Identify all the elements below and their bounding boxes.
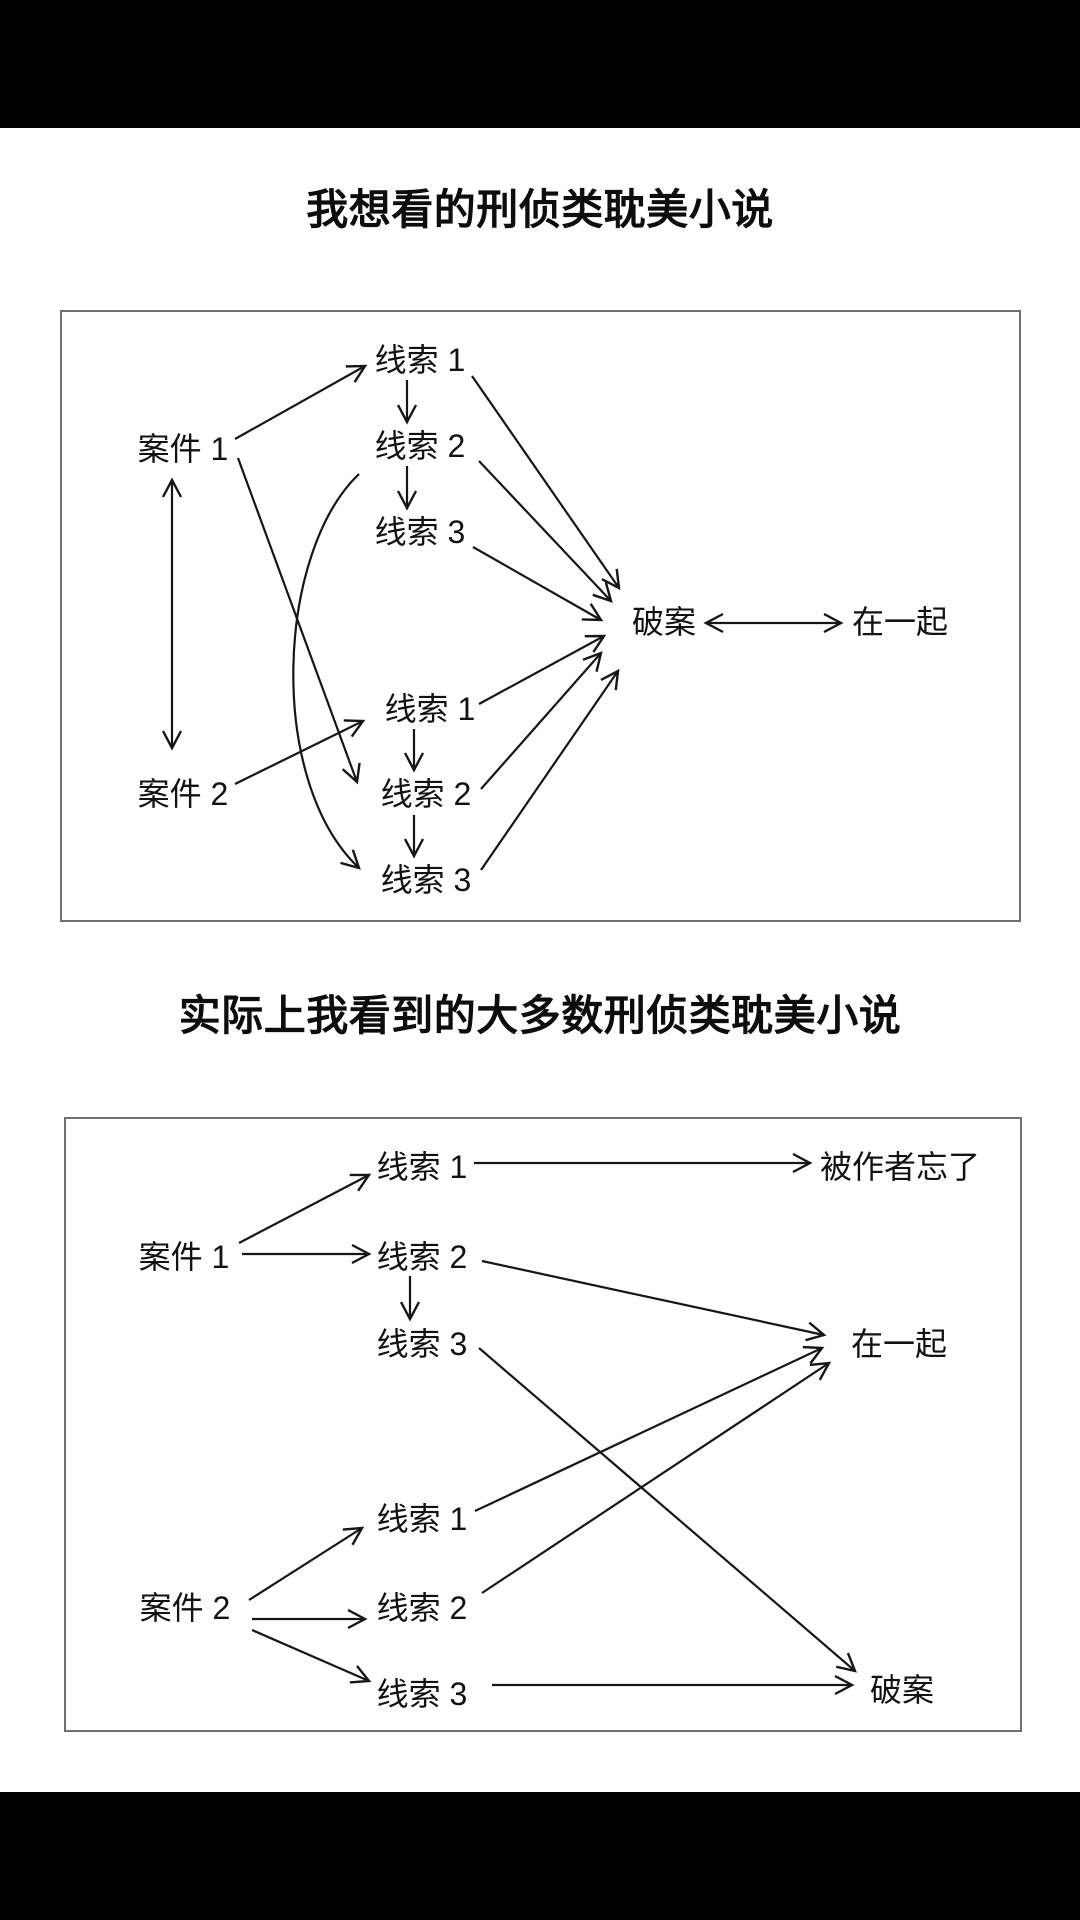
- top-letterbox: [0, 0, 1080, 128]
- edge-c1clue3-to-solve: [472, 546, 604, 622]
- node-case1: 案件 1: [138, 431, 229, 467]
- edge-c1clue2-to-solve: [478, 460, 613, 603]
- edge-c2clue2-to-together: [481, 1361, 832, 1594]
- ideal-diagram: 案件 1 案件 2 线索 1 线索 2 线索 3 线索 1 线索 2 线索 3 …: [138, 342, 948, 898]
- ideal-diagram-box: 案件 1 案件 2 线索 1 线索 2 线索 3 线索 1 线索 2 线索 3 …: [60, 310, 1021, 922]
- node-case2: 案件 2: [138, 776, 229, 812]
- edge-case1-to-c1clue1: [238, 1173, 372, 1244]
- edge-c2clue3-to-solve: [480, 668, 620, 871]
- node-c1-clue3: 线索 3: [377, 1326, 468, 1362]
- node-c2-clue2: 线索 2: [381, 776, 472, 812]
- node-c1-clue1: 线索 1: [375, 342, 466, 378]
- edge-c2clue1-to-solve: [478, 634, 607, 705]
- edge-c2clue2-to-solve: [480, 651, 603, 790]
- node-c2-clue1: 线索 1: [377, 1501, 468, 1537]
- edge-c2clue1-to-together: [474, 1345, 825, 1512]
- node-c2-clue1: 线索 1: [385, 691, 476, 727]
- node-c1-clue2: 线索 2: [377, 1239, 468, 1275]
- edge-case2-to-c2clue3: [251, 1628, 372, 1684]
- reality-diagram: 案件 1 线索 1 线索 2 线索 3 被作者忘了 在一起 案件 2 线索 1 …: [139, 1149, 980, 1712]
- ideal-title: 我想看的刑侦类耽美小说: [306, 186, 774, 233]
- edge-case2-to-c2clue1: [248, 1526, 365, 1601]
- node-solve: 破案: [632, 604, 696, 640]
- node-together: 在一起: [851, 1326, 947, 1362]
- node-c2-clue3: 线索 3: [381, 862, 472, 898]
- node-c1-clue3: 线索 3: [375, 514, 466, 550]
- edge-c1clue2-to-c2clue3-curve: [292, 473, 361, 870]
- node-c2-clue2: 线索 2: [377, 1590, 468, 1626]
- bottom-letterbox: [0, 1792, 1080, 1920]
- node-c2-clue3: 线索 3: [377, 1676, 468, 1712]
- node-case1: 案件 1: [139, 1239, 230, 1275]
- edge-case1-to-c1clue1: [234, 364, 368, 440]
- reality-title: 实际上我看到的大多数刑侦类耽美小说: [178, 992, 902, 1039]
- edge-c1clue1-to-solve: [471, 375, 621, 591]
- node-case2: 案件 2: [140, 1590, 231, 1626]
- node-c1-clue2: 线索 2: [375, 428, 466, 464]
- edge-c1clue2-to-together: [481, 1259, 827, 1342]
- node-c1-clue1: 线索 1: [377, 1149, 468, 1185]
- node-together: 在一起: [852, 604, 948, 640]
- edge-case2-to-c2clue1: [234, 719, 366, 785]
- node-solve: 破案: [870, 1672, 934, 1708]
- reality-diagram-box: 案件 1 线索 1 线索 2 线索 3 被作者忘了 在一起 案件 2 线索 1 …: [64, 1117, 1022, 1732]
- image-canvas: 我想看的刑侦类耽美小说: [0, 128, 1080, 1792]
- edge-c1clue3-to-solve: [478, 1347, 857, 1673]
- node-forgotten: 被作者忘了: [820, 1149, 980, 1185]
